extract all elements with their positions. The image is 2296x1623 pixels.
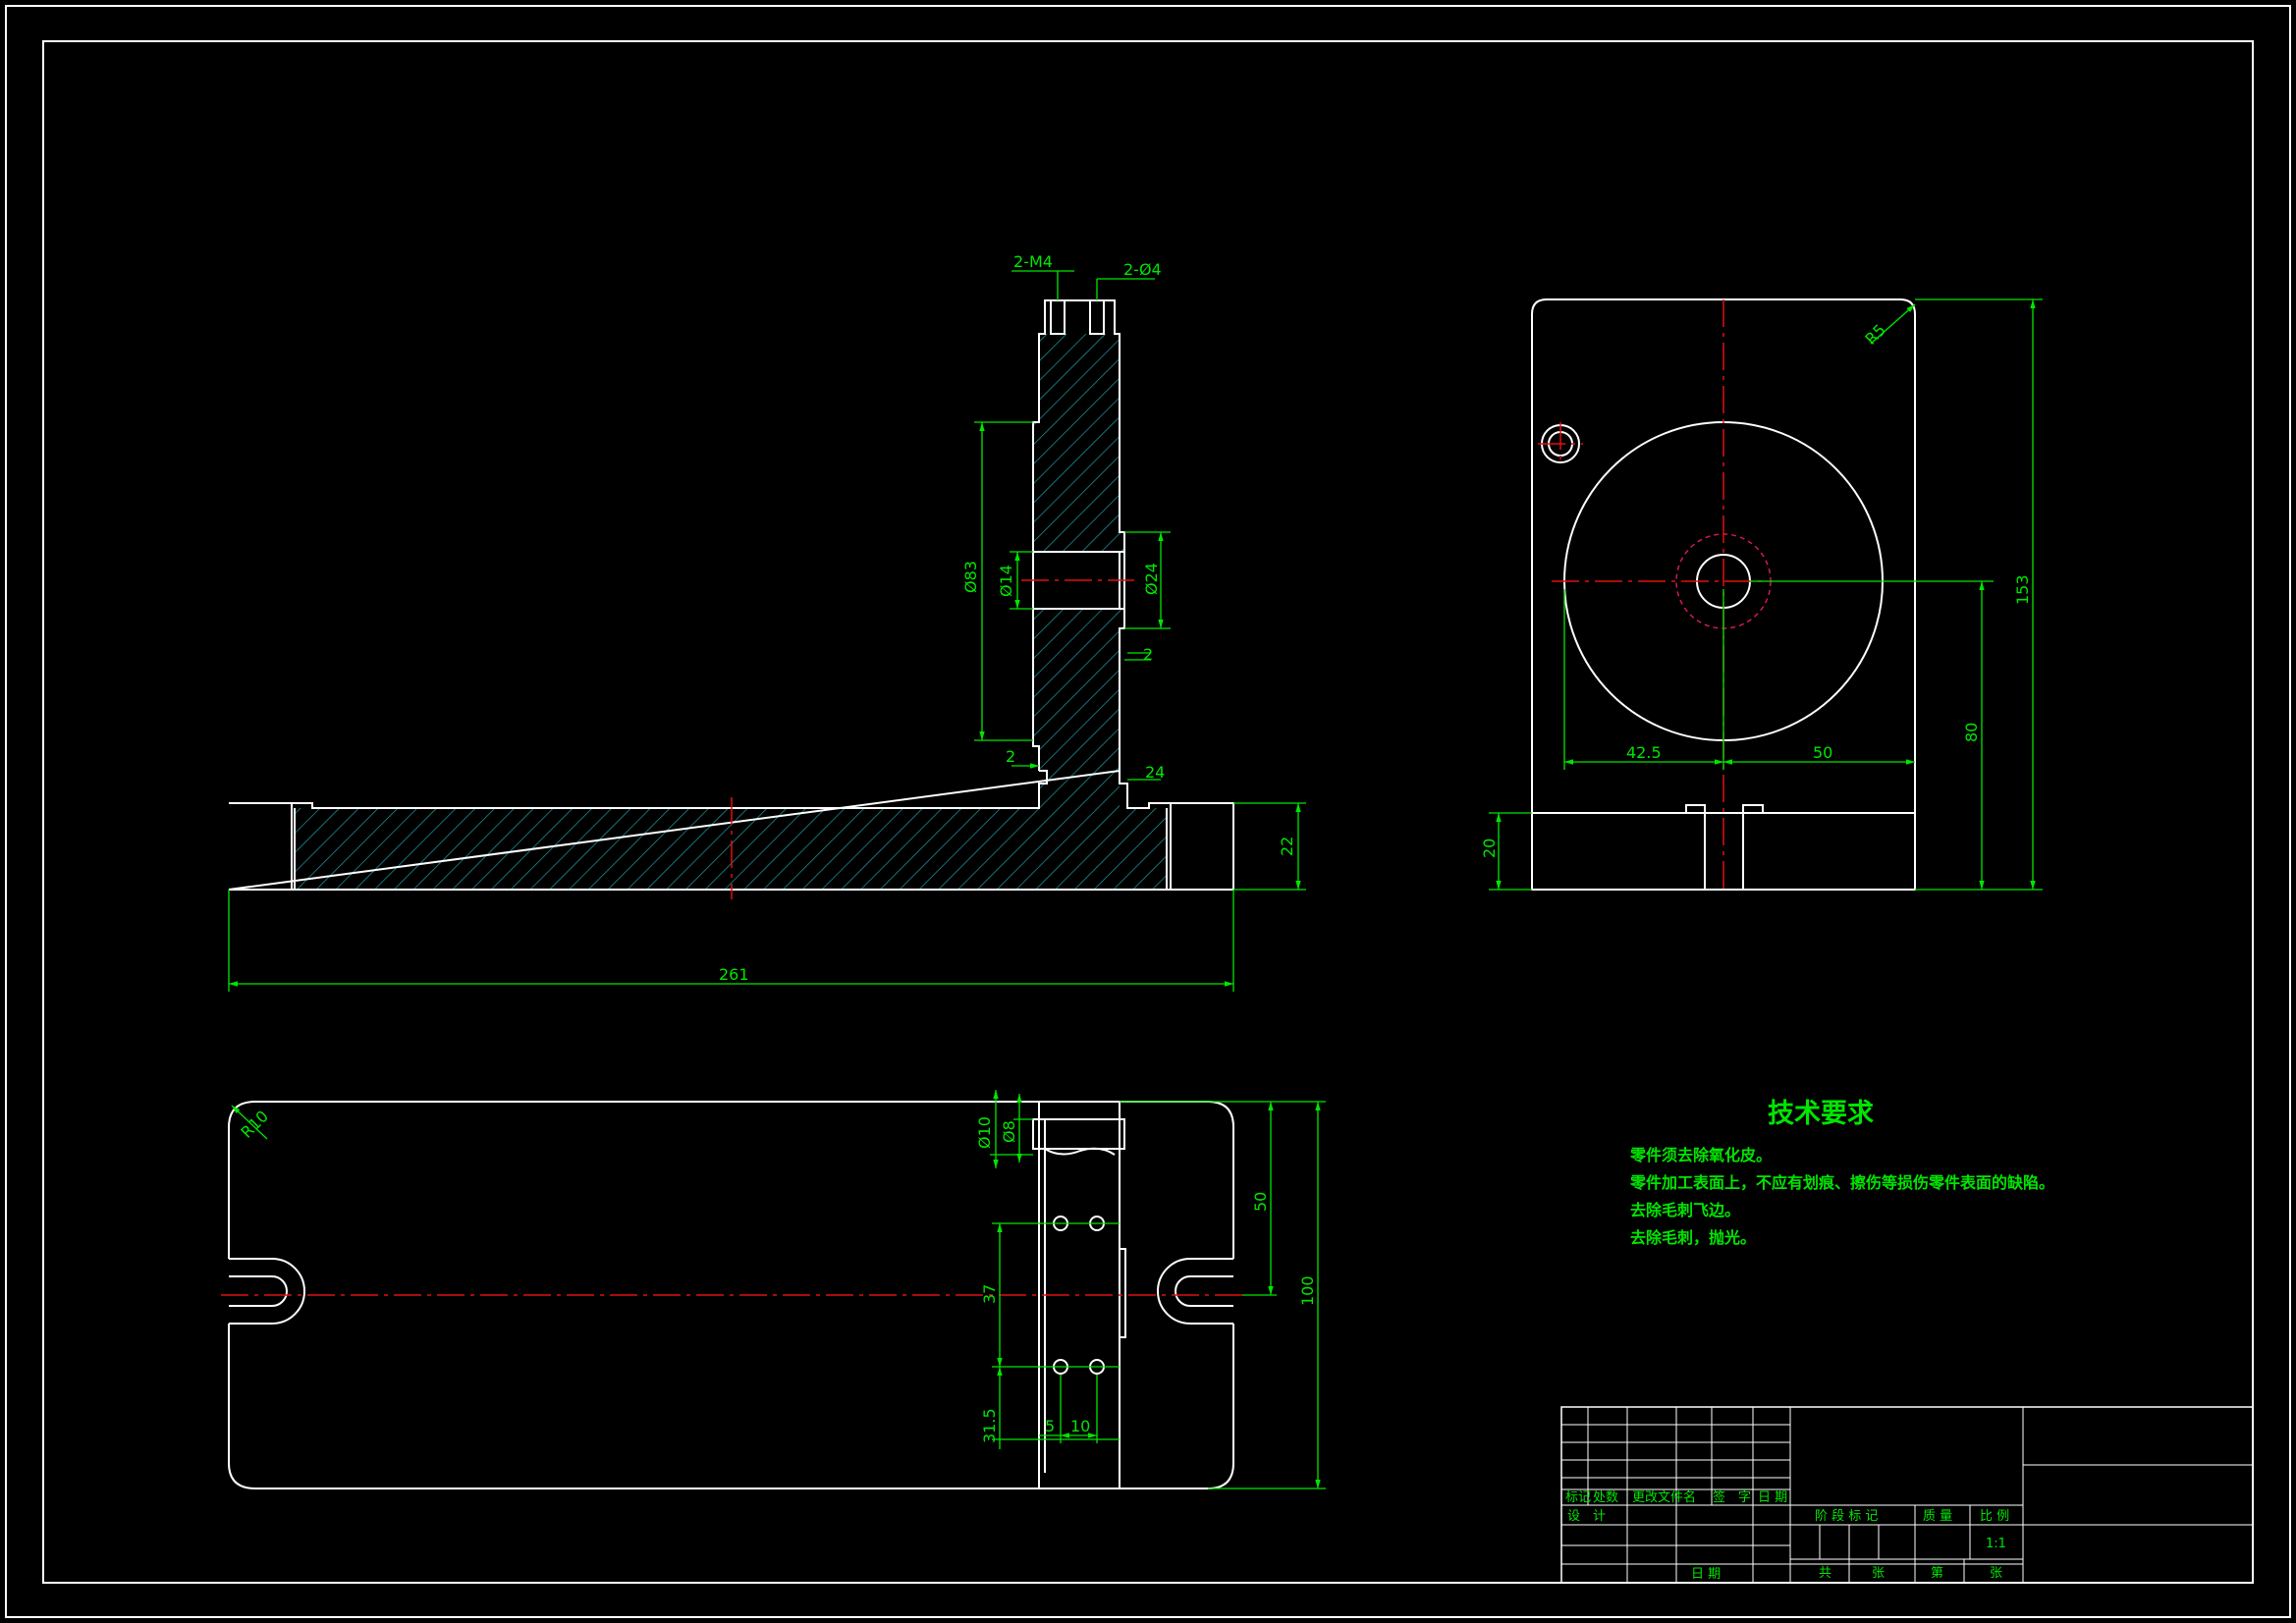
dim-r10-text: R10: [237, 1107, 272, 1142]
requirement-item-2: 零件加工表面上，不应有划痕、擦伤等损伤零件表面的缺陷。: [1629, 1173, 2054, 1192]
front-slot-right: [1089, 299, 1105, 335]
top-key-rect: [1119, 1248, 1126, 1338]
dim-153-text: 153: [2013, 574, 2032, 605]
dim-50a-text: 50: [1813, 743, 1832, 762]
tb-stage-mark: 阶 段 标 记: [1815, 1509, 1878, 1524]
front-slot-left: [1050, 299, 1066, 335]
tb-header-mark: 标记: [1565, 1490, 1591, 1505]
dim-24-text: 24: [1145, 763, 1165, 782]
dim-phi14-text: Ø14: [997, 565, 1015, 597]
tb-header-doc: 更改文件名: [1632, 1489, 1696, 1505]
dim-100-text: 100: [1298, 1275, 1317, 1306]
dim-50b-text: 50: [1251, 1192, 1270, 1212]
dim-2a-text: 2: [1143, 645, 1153, 664]
dim-r5-text: R5: [1861, 320, 1888, 348]
dim-2m4-text: 2-M4: [1013, 252, 1053, 271]
dim-80-text: 80: [1962, 723, 1981, 742]
dim-phi8-text: Ø8: [1000, 1120, 1018, 1143]
dim-22-text: 22: [1278, 837, 1296, 856]
top-slot-right: [1157, 1258, 1233, 1325]
technical-requirements: 技术要求 零件须去除氧化皮。 零件加工表面上，不应有划痕、擦伤等损伤零件表面的缺…: [1629, 1099, 2054, 1247]
tb-scale-value: 1:1: [1986, 1537, 2006, 1551]
front-section-view: 2-M4 2-Ø4 Ø83 Ø14 Ø24 2 2 24 22 261: [228, 252, 1306, 992]
tb-design: 设 计: [1567, 1509, 1606, 1524]
tb-date: 日 期: [1691, 1567, 1721, 1582]
title-block-border: [1560, 1406, 2254, 1584]
dim-r5-leader: [1870, 303, 1916, 345]
dim-phi83-text: Ø83: [961, 561, 980, 593]
tb-total: 共: [1819, 1566, 1831, 1581]
title-block: 标记 处数 更改文件名 签 字 日 期 设 计 日 期 阶 段 标 记 质 量 …: [1560, 1406, 2254, 1584]
dim-10-text: 10: [1070, 1417, 1090, 1435]
dim-phi24-text: Ø24: [1142, 563, 1161, 595]
top-view: R10 Ø10 Ø8 50 100 37 31.5 5 10: [221, 1090, 1326, 1489]
dim-31-5-text: 31.5: [980, 1408, 999, 1443]
top-break-line: [1044, 1147, 1116, 1156]
dim-2b-text: 2: [1006, 747, 1015, 766]
requirement-item-1: 零件须去除氧化皮。: [1629, 1146, 1772, 1164]
dim-5-text: 5: [1045, 1417, 1055, 1435]
tb-zhang-2: 张: [1990, 1566, 2002, 1581]
dim-r10-leader: [231, 1105, 268, 1140]
dim-phi10-text: Ø10: [975, 1116, 994, 1149]
requirements-title: 技术要求: [1768, 1099, 1874, 1129]
front-hatch-base: [295, 808, 1167, 890]
tb-header-count: 处数: [1593, 1490, 1618, 1505]
side-view: R5 42.5 50 20 80 153: [1480, 298, 2043, 891]
dim-37-text: 37: [980, 1284, 999, 1304]
outer-frame: [5, 5, 2291, 1618]
dim-20-text: 20: [1480, 839, 1499, 858]
tb-weight: 质 量: [1923, 1509, 1952, 1524]
top-slot-left: [229, 1258, 305, 1325]
tb-di: 第: [1931, 1566, 1943, 1581]
dim-261-text: 261: [719, 965, 749, 984]
tb-header-date: 日 期: [1758, 1490, 1787, 1505]
side-base-slot: [1685, 804, 1764, 890]
tb-scale: 比 例: [1980, 1509, 2009, 1524]
dim-42-5-text: 42.5: [1626, 743, 1662, 762]
tb-zhang-1: 张: [1872, 1566, 1885, 1581]
requirement-item-4: 去除毛刺，抛光。: [1630, 1228, 1756, 1247]
top-bore-rect: [1032, 1118, 1125, 1150]
dim-2phi4-text: 2-Ø4: [1123, 260, 1162, 279]
inner-frame: [42, 40, 2254, 1584]
requirement-item-3: 去除毛刺飞边。: [1630, 1201, 1740, 1219]
tb-header-sign: 签 字: [1713, 1489, 1751, 1505]
